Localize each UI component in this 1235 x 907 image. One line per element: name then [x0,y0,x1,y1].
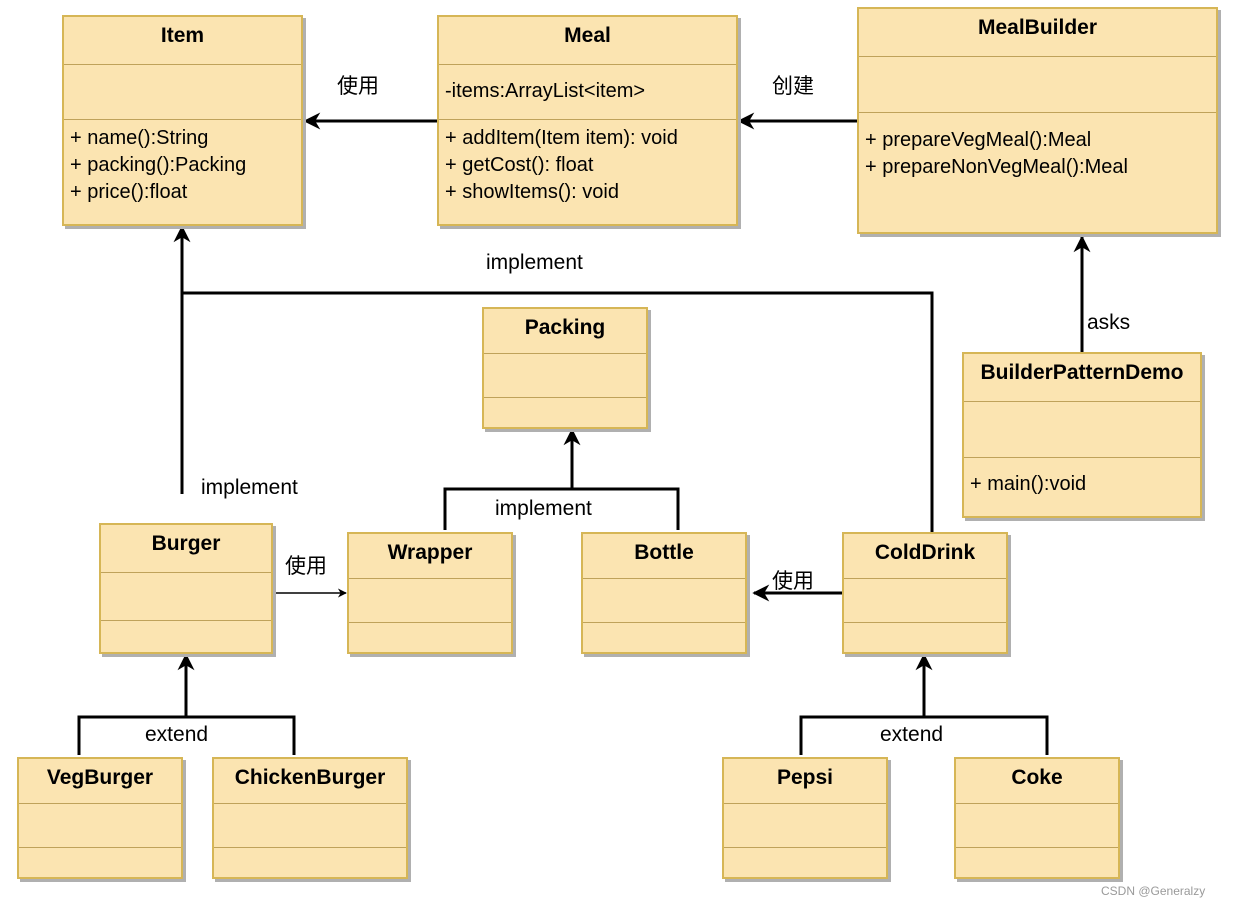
class-pepsi[interactable]: Pepsi [722,757,888,879]
class-mealbuilder-method-line: + prepareVegMeal():Meal [865,129,1092,151]
class-vegburger-attributes [19,803,181,847]
class-packing-name: Packing [524,316,606,339]
class-mealbuilder-attributes [859,56,1216,112]
label-builder-creates-meal: 创建 [772,75,814,98]
class-burger[interactable]: Burger [99,523,273,654]
label-meal-uses-item: 使用 [337,75,379,98]
class-chickenburger-methods [214,847,406,877]
class-vegburger-methods [19,847,181,877]
label-burger-uses-wrapper: 使用 [285,555,327,578]
class-wrapper[interactable]: Wrapper [347,532,513,654]
class-meal[interactable]: Meal -items:ArrayList<item> + addItem(It… [437,15,738,226]
class-chickenburger-attributes [214,803,406,847]
class-item-methods: + name():String + packing():Packing + pric… [64,119,301,224]
label-burger-implement: implement [201,476,298,499]
class-mealbuilder-method-line: + prepareNonVegMeal():Meal [865,156,1128,178]
class-burger-name: Burger [151,532,221,555]
class-meal-method-line: + getCost(): float [445,154,594,176]
class-meal-attribute-line: -items:ArrayList<item> [445,80,646,102]
class-builderpatterndemo-name: BuilderPatternDemo [980,361,1184,384]
class-packing-attributes [484,353,646,397]
class-builderpatterndemo-attributes [964,401,1200,457]
class-item[interactable]: Item + name():String+ packing():Packing+… [62,15,303,226]
class-coke[interactable]: Coke [954,757,1120,879]
label-colddrink-uses-bottle: 使用 [772,570,814,593]
class-packing[interactable]: Packing [482,307,648,429]
class-item-method-line: + price():float [70,181,188,203]
class-item-method-line: + name():String [70,127,209,149]
class-meal-method-line: + showItems(): void [445,181,619,203]
label-implement-item-top: implement [486,251,583,274]
class-coke-attributes [956,803,1118,847]
class-wrapper-attributes [349,578,511,622]
class-coke-name: Coke [1011,766,1063,789]
class-burger-methods [101,620,271,652]
label-packing-implement: implement [495,497,592,520]
class-meal-attributes: -items:ArrayList<item> [439,64,736,119]
class-coke-methods [956,847,1118,877]
class-meal-name: Meal [564,24,611,47]
class-bottle-attributes [583,578,745,622]
label-colddrink-extend: extend [880,723,944,746]
class-mealbuilder-methods: + prepareVegMeal():Meal + prepareNonVegMe… [859,112,1216,232]
class-wrapper-methods [349,622,511,652]
class-builderpatterndemo-methods: + main():void [964,457,1200,516]
class-builderpatterndemo-method-line: + main():void [970,473,1087,495]
class-chickenburger-name: ChickenBurger [234,766,386,789]
class-pepsi-name: Pepsi [776,766,834,789]
class-item-method-line: + packing():Packing [70,154,247,176]
colddrink-to-item-connector [182,291,934,532]
class-burger-attributes [101,572,271,620]
class-mealbuilder-name: MealBuilder [977,16,1098,39]
class-colddrink[interactable]: ColdDrink [842,532,1008,654]
class-meal-methods: + addItem(Item item): void + getCost(): f… [439,119,736,224]
class-item-attributes [64,64,301,119]
class-chickenburger[interactable]: ChickenBurger [212,757,408,879]
class-colddrink-methods [844,622,1006,652]
label-demo-asks-builder: asks [1087,311,1131,334]
watermark: CSDN @Generalzy [1101,884,1206,898]
class-meal-method-line: + addItem(Item item): void [445,127,678,149]
class-mealbuilder[interactable]: MealBuilder + prepareVegMeal():Meal+ pre… [857,7,1218,234]
class-item-name: Item [160,24,205,47]
class-bottle[interactable]: Bottle [581,532,747,654]
class-wrapper-name: Wrapper [387,541,473,564]
class-builderpatterndemo[interactable]: BuilderPatternDemo + main():void [962,352,1202,518]
class-pepsi-methods [724,847,886,877]
label-burger-extend: extend [145,723,209,746]
wrapper-bottle-implement-bracket [443,487,680,530]
class-vegburger[interactable]: VegBurger [17,757,183,879]
class-vegburger-name: VegBurger [46,766,154,789]
class-packing-methods [484,397,646,427]
class-colddrink-name: ColdDrink [874,541,976,564]
class-bottle-methods [583,622,745,652]
class-bottle-name: Bottle [634,541,694,564]
class-colddrink-attributes [844,578,1006,622]
class-pepsi-attributes [724,803,886,847]
